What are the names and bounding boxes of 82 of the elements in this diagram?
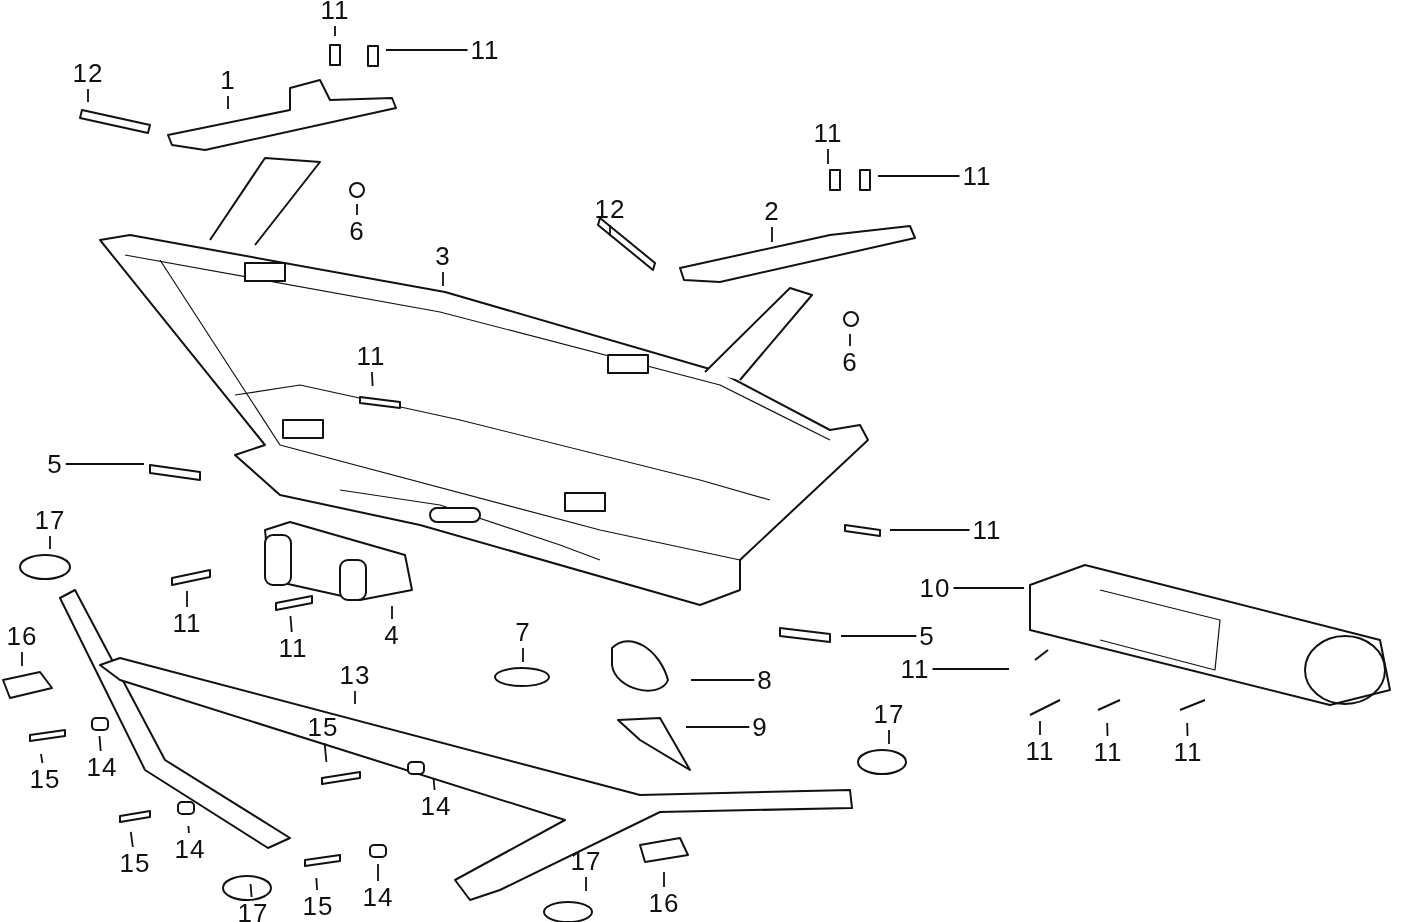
- callout-number: 16: [6, 623, 38, 649]
- leader-line: [249, 883, 253, 898]
- leader-line: [849, 333, 851, 347]
- leader-line: [385, 49, 469, 51]
- leader-line: [663, 871, 665, 888]
- callout-number: 6: [349, 218, 365, 244]
- callout-number: 7: [515, 619, 531, 645]
- leader-line: [827, 148, 829, 165]
- callout-number: 15: [119, 850, 151, 876]
- callout-number: 11: [1025, 738, 1055, 764]
- leader-line: [289, 615, 293, 633]
- callout-number: 12: [72, 60, 104, 86]
- leader-line: [840, 635, 918, 637]
- leader-line: [315, 877, 318, 891]
- callout-number: 11: [470, 37, 500, 63]
- leader-line: [432, 777, 436, 791]
- leader-line: [931, 668, 1010, 670]
- callout-number: 11: [972, 517, 1002, 543]
- callout-number: 11: [356, 343, 386, 369]
- leader-line: [1039, 720, 1041, 736]
- callout-number: 10: [919, 575, 951, 601]
- callout-number: 14: [86, 754, 118, 780]
- callout-number: 17: [873, 701, 905, 727]
- callout-number: 3: [435, 243, 451, 269]
- leader-line: [49, 535, 51, 550]
- leader-line: [690, 679, 756, 681]
- callout-number: 17: [237, 900, 269, 922]
- callout-number: 8: [757, 667, 773, 693]
- callout-number: 14: [362, 884, 394, 910]
- leader-line: [21, 651, 23, 667]
- leader-line: [685, 726, 751, 728]
- leader-line: [1106, 722, 1109, 737]
- callout-number: 5: [919, 623, 935, 649]
- callout-number: 15: [302, 893, 334, 919]
- leader-line: [771, 226, 773, 243]
- leader-line: [377, 863, 379, 882]
- callout-number: 11: [278, 635, 308, 661]
- leader-line: [356, 203, 358, 216]
- callout-number: 11: [1173, 739, 1203, 765]
- leader-line: [952, 587, 1025, 589]
- leader-line: [334, 25, 336, 37]
- callout-number: 15: [307, 714, 339, 740]
- callout-number: 6: [842, 349, 858, 375]
- leader-line: [888, 729, 890, 745]
- leader-line: [877, 175, 961, 177]
- callout-number: 9: [752, 714, 768, 740]
- callout-number: 17: [34, 507, 66, 533]
- leader-line: [522, 647, 524, 663]
- callout-number: 11: [1093, 739, 1123, 765]
- callout-number: 11: [813, 120, 843, 146]
- callout-number: 15: [29, 766, 61, 792]
- leader-line: [64, 463, 145, 465]
- callout-number: 2: [764, 198, 780, 224]
- callout-number: 12: [594, 196, 626, 222]
- leader-line: [889, 529, 971, 531]
- leader-line: [1186, 722, 1189, 737]
- callout-number: 16: [648, 890, 680, 916]
- leader-line: [323, 742, 328, 763]
- callout-number: 17: [570, 848, 602, 874]
- leader-line: [585, 876, 587, 892]
- callout-number: 13: [339, 662, 371, 688]
- callout-number: 4: [384, 622, 400, 648]
- leader-line: [609, 224, 611, 237]
- callout-number: 5: [47, 451, 63, 477]
- leader-line: [186, 590, 188, 608]
- leader-line: [98, 735, 102, 752]
- leader-line: [371, 371, 374, 387]
- callout-number: 11: [320, 0, 350, 23]
- leader-line: [354, 690, 356, 705]
- callout-number: 11: [962, 163, 992, 189]
- callout-number: 14: [420, 793, 452, 819]
- leader-line: [391, 605, 393, 620]
- callout-number: 11: [900, 656, 930, 682]
- callout-number: 1: [220, 67, 236, 93]
- callout-number: 14: [174, 836, 206, 862]
- leader-line: [40, 753, 44, 764]
- leader-line: [442, 271, 444, 287]
- leader-line: [87, 88, 89, 103]
- callout-number: 11: [172, 610, 202, 636]
- leader-line: [129, 831, 134, 848]
- leader-line: [227, 95, 229, 110]
- leader-line: [187, 825, 190, 834]
